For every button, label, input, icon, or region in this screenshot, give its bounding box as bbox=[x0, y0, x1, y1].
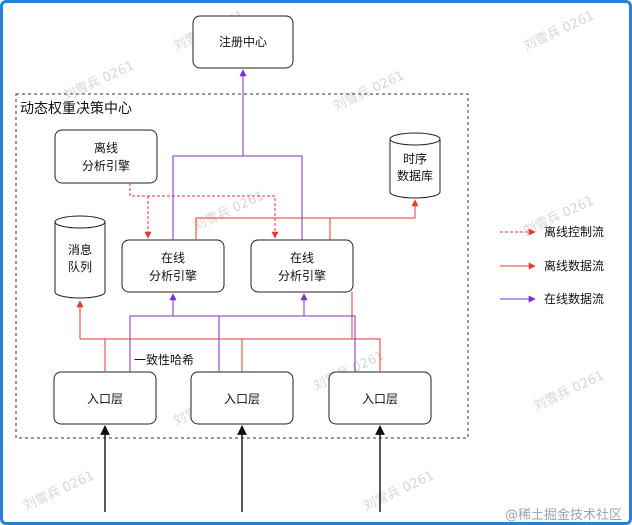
message-queue-label-2: 队列 bbox=[68, 259, 92, 274]
consistent-hash-label: 一致性哈希 bbox=[134, 352, 194, 367]
online-engine-1-box bbox=[121, 239, 225, 293]
footer-credit: @稀土掘金技术社区 bbox=[504, 508, 622, 523]
container-title: 动态权重决策中心 bbox=[20, 100, 132, 117]
offline-control-flows bbox=[129, 183, 279, 239]
registry-box bbox=[192, 15, 294, 69]
online-engine-1-label-2: 分析引擎 bbox=[149, 268, 197, 283]
inbound-arrows bbox=[100, 425, 385, 512]
message-queue-cylinder bbox=[54, 215, 106, 299]
online-engine-2-box bbox=[250, 239, 354, 293]
timeseries-db-label-2: 数据库 bbox=[397, 168, 433, 183]
timeseries-db-cylinder bbox=[389, 132, 441, 199]
offline-engine-label-2: 分析引擎 bbox=[82, 158, 130, 173]
registry-label: 注册中心 bbox=[219, 34, 267, 49]
online-engine-2-label-2: 分析引擎 bbox=[278, 268, 326, 283]
entry-label-3: 入口层 bbox=[362, 392, 398, 406]
online-data-flows bbox=[129, 69, 356, 372]
offline-engine-label-1: 离线 bbox=[94, 140, 118, 155]
entry-label-2: 入口层 bbox=[224, 392, 260, 406]
online-engine-1-label-1: 在线 bbox=[161, 251, 185, 265]
online-engine-2-label-1: 在线 bbox=[290, 251, 314, 265]
legend-online-data-label: 在线数据流 bbox=[544, 291, 604, 306]
legend: 离线控制流 离线数据流 在线数据流 bbox=[500, 224, 604, 306]
legend-offline-control-label: 离线控制流 bbox=[544, 224, 604, 239]
legend-offline-data-label: 离线数据流 bbox=[544, 258, 604, 273]
offline-engine-box bbox=[54, 129, 158, 184]
entry-label-1: 入口层 bbox=[87, 392, 123, 406]
timeseries-db-label-1: 时序 bbox=[403, 151, 427, 166]
message-queue-label-1: 消息 bbox=[68, 242, 92, 257]
